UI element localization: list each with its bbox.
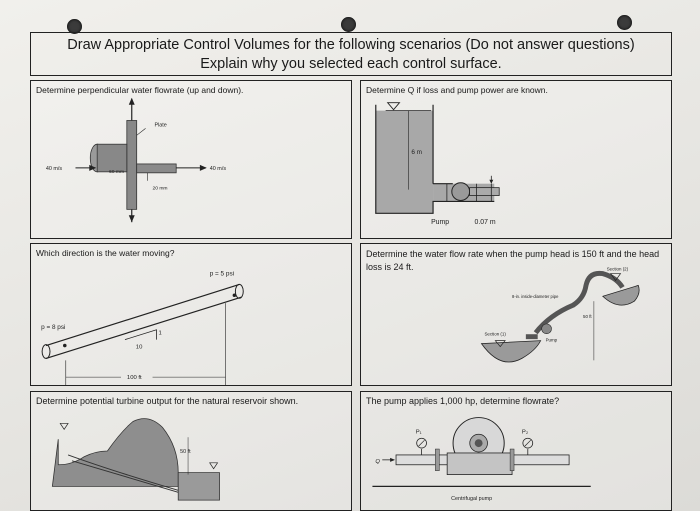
pipe-diameter-label: 0.07 m <box>475 219 496 226</box>
tank-height-label: 6 m <box>411 149 422 156</box>
pipe-label: 8-in. inside-diameter pipe <box>512 294 559 299</box>
section-2-label: Section (2) <box>607 267 629 272</box>
panel-tank-pump: Determine Q if loss and pump power are k… <box>360 80 672 239</box>
title-line-1: Draw Appropriate Control Volumes for the… <box>67 37 635 53</box>
panel-prompt: Determine the water flow rate when the p… <box>366 249 660 272</box>
elevation-label: 50 ft <box>583 314 592 319</box>
outlet-pressure-label: P₂ <box>522 429 528 435</box>
upper-pressure-label: p = 5 psi <box>210 271 234 278</box>
elevation-label: 50 ft <box>180 449 191 455</box>
pipe-length-label: 100 ft <box>127 375 142 381</box>
panel-pump-lift: Determine the water flow rate when the p… <box>360 243 672 386</box>
punch-hole <box>67 19 82 34</box>
punch-hole <box>617 15 632 30</box>
flow-rate-label: Q <box>375 459 380 465</box>
slope-rise-label: 1 <box>158 331 161 337</box>
pump-label: Pump <box>546 338 558 343</box>
slot-width-label: 20 mm <box>152 186 167 192</box>
inlet-velocity-label: 40 m/s <box>46 166 63 172</box>
panel-prompt: Determine Q if loss and pump power are k… <box>366 85 548 95</box>
panel-inclined-pipe: Which direction is the water moving? p =… <box>30 243 352 386</box>
inclined-pipe-figure: p = 5 psi p = 8 psi 1 10 100 ft <box>41 271 244 385</box>
slope-run-label: 10 <box>136 345 143 351</box>
jet-diameter-label: 60 mm <box>109 169 124 175</box>
panel-centrifugal-pump: The pump applies 1,000 hp, determine flo… <box>360 391 672 511</box>
tank-pump-figure: 6 m Pump 0.07 m <box>375 102 500 226</box>
pump-label: Pump <box>431 219 449 226</box>
inlet-pressure-label: P₁ <box>416 429 422 435</box>
punch-hole <box>341 17 356 32</box>
outlet-velocity-label: 40 m/s <box>210 166 227 172</box>
panel-reservoir: Determine potential turbine output for t… <box>30 391 352 511</box>
pump-caption: Centrifugal pump <box>451 496 492 502</box>
worksheet-title: Draw Appropriate Control Volumes for the… <box>30 32 672 76</box>
reservoir-figure: 50 ft <box>51 418 220 501</box>
centrifugal-pump-figure: Q P₁ P₂ Centrifugal pump <box>372 417 591 502</box>
pump-lift-figure: Section (2) 8-in. inside-diameter pipe 5… <box>480 267 640 363</box>
section-1-label: Section (1) <box>484 332 506 337</box>
panel-prompt: Determine perpendicular water flowrate (… <box>36 85 244 95</box>
panel-jet-plate: Determine perpendicular water flowrate (… <box>30 80 352 239</box>
title-line-2: Explain why you selected each control su… <box>200 56 502 72</box>
panel-prompt: The pump applies 1,000 hp, determine flo… <box>366 396 560 406</box>
jet-plate-figure: Plate 40 m/s 40 m/s 60 mm 20 mm <box>46 97 227 223</box>
panel-prompt: Determine potential turbine output for t… <box>36 396 299 406</box>
plate-label: Plate <box>154 122 166 128</box>
lower-pressure-label: p = 8 psi <box>41 324 65 331</box>
panel-prompt: Which direction is the water moving? <box>36 248 175 258</box>
